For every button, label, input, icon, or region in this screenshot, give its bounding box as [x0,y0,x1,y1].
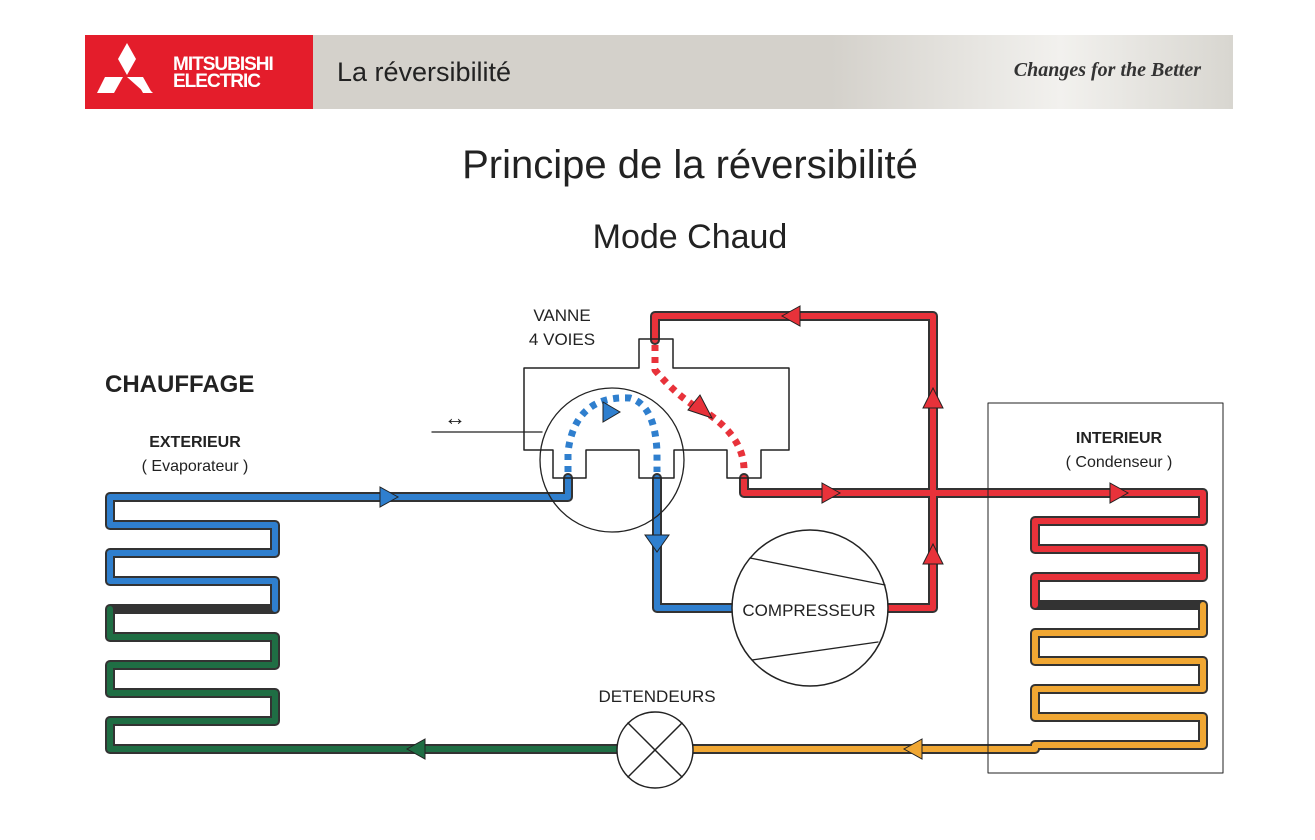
brand-line2: ELECTRIC [173,71,261,92]
mode-label: CHAUFFAGE [105,371,254,398]
toggle-arrow-icon: ↔ [444,405,466,430]
section-title: La réversibilité [337,57,512,87]
outdoor-role: ( Evaporateur ) [142,458,249,475]
page-subtitle: Mode Chaud [592,218,788,256]
brand-line1: MITSUBISHI [173,54,274,75]
compressor-symbol [731,529,889,687]
expansion-label: DETENDEURS [598,687,715,706]
valve-slider-circle [539,387,685,533]
tagline: Changes for the Better [1013,59,1201,81]
indoor-label: INTERIEUR [1076,430,1163,447]
compressor-label: COMPRESSEUR [742,601,875,620]
indoor-unit-frame [987,402,1224,774]
outdoor-label: EXTERIEUR [149,434,241,451]
page-title: Principe de la réversibilité [462,143,918,187]
indoor-role: ( Condenseur ) [1066,454,1173,471]
valve-label-1: VANNE [533,306,590,325]
valve-label-2: 4 VOIES [529,330,595,349]
three-diamonds-icon [97,43,153,93]
